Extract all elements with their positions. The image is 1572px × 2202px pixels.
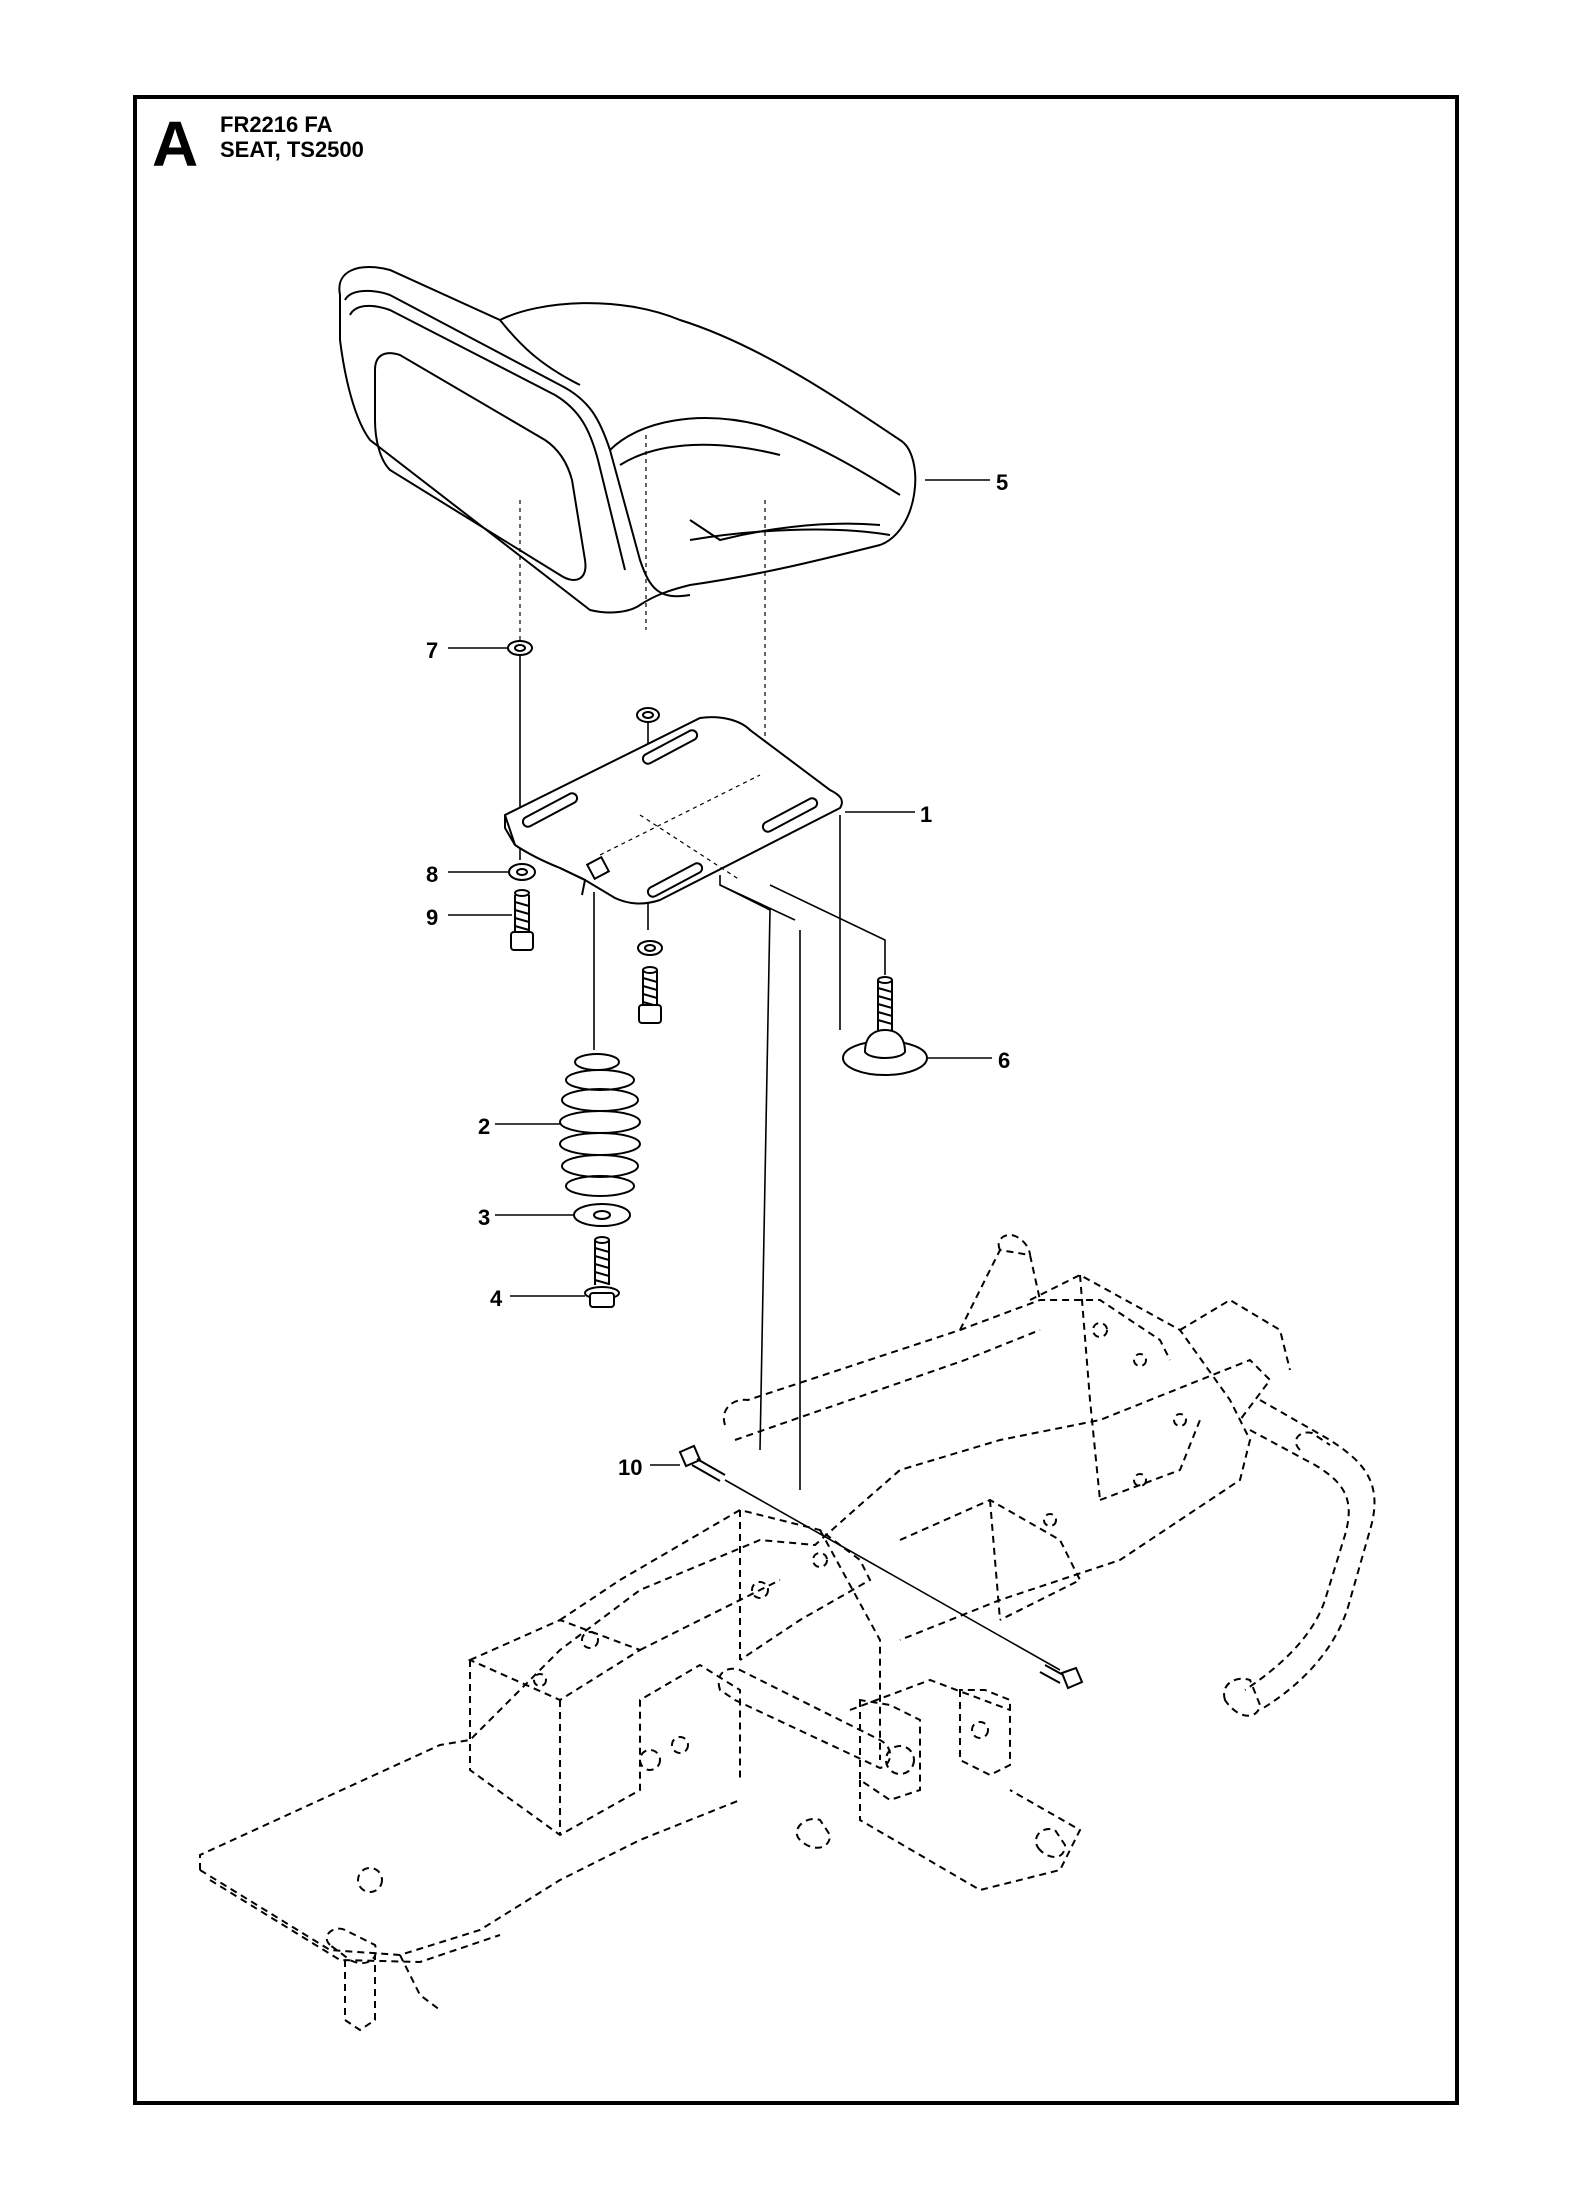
- diagram-code: FR2216 FA: [220, 112, 333, 137]
- flange-bolt-part[interactable]: [584, 1236, 620, 1308]
- callout-6: 6: [998, 1048, 1010, 1073]
- callout-4: 4: [490, 1286, 503, 1311]
- screw-lower-center[interactable]: [638, 966, 662, 1024]
- callout-8: 8: [426, 862, 438, 887]
- large-washer-part[interactable]: [573, 1203, 631, 1227]
- seat-plate-part[interactable]: [503, 716, 843, 905]
- screw-left[interactable]: [510, 889, 534, 951]
- washer-top[interactable]: [507, 640, 533, 656]
- washer-mid[interactable]: [636, 707, 660, 723]
- tractor-frame: [199, 1234, 1376, 2032]
- diagram-title: SEAT, TS2500: [220, 137, 364, 162]
- callout-5: 5: [996, 470, 1008, 495]
- callout-leaders: [448, 479, 992, 1466]
- callout-2: 2: [478, 1114, 490, 1139]
- adjustment-knob[interactable]: [842, 976, 928, 1076]
- section-letter: A: [152, 108, 199, 180]
- seat-part[interactable]: [338, 266, 917, 614]
- frame-screw-part[interactable]: [678, 1444, 726, 1482]
- callout-9: 9: [426, 905, 438, 930]
- callout-1: 1: [920, 802, 932, 827]
- callout-10: 10: [618, 1455, 642, 1480]
- spring-part[interactable]: [559, 1053, 641, 1197]
- frame-screw-right[interactable]: [1039, 1664, 1084, 1690]
- callout-7: 7: [426, 638, 438, 663]
- washer-left[interactable]: [508, 863, 536, 881]
- diagram-frame: [133, 95, 1459, 2105]
- washer-lower-center[interactable]: [637, 940, 663, 956]
- callout-3: 3: [478, 1205, 490, 1230]
